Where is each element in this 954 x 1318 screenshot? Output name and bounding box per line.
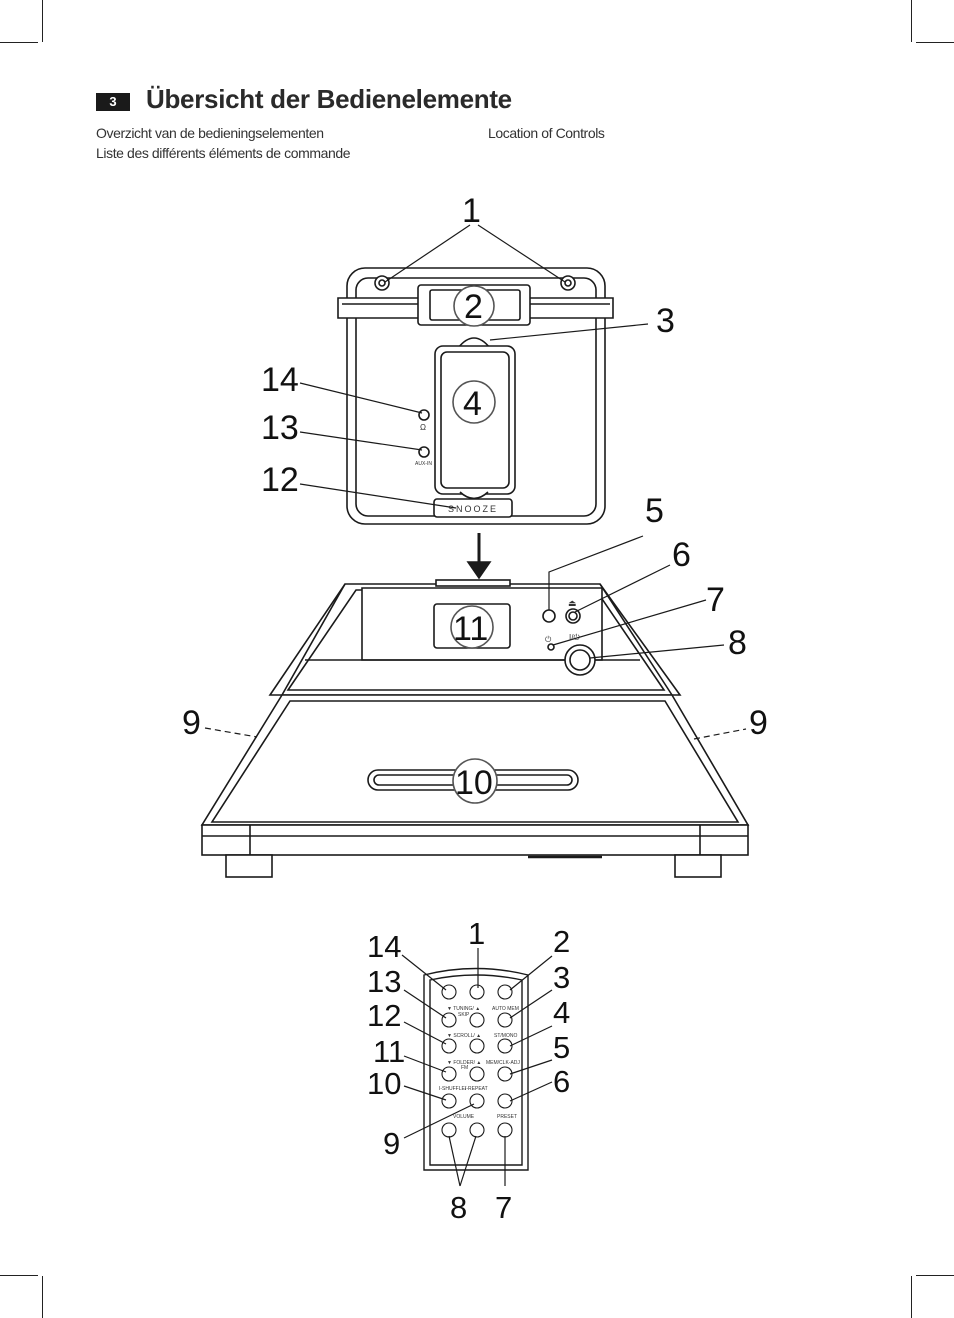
callout-device-1: 1 [462, 192, 481, 230]
remote-label-shuffle: I-SHUFFLE/ [439, 1086, 467, 1092]
headphone-icon: Ω [420, 423, 426, 432]
callout-device-9-left: 9 [182, 704, 201, 742]
remote-label-repeat: I-REPEAT [465, 1086, 488, 1092]
callout-device-2: 2 [464, 288, 483, 326]
crop-mark [911, 0, 912, 42]
callout-device-11: 11 [453, 610, 488, 648]
callout-remote-9: 9 [383, 1126, 400, 1161]
subtitle-english: Location of Controls [488, 125, 605, 141]
callout-remote-2: 2 [553, 924, 570, 959]
callout-device-7: 7 [706, 581, 725, 619]
callout-remote-14: 14 [367, 929, 401, 964]
brand-label: SNOOZE [448, 504, 498, 514]
eject-icon: ⏏ [568, 598, 577, 608]
device-illustration: AUX-IN SNOOZE I/⏻ Ω ⏏ ⏻ 1 2 3 4 5 6 7 8 … [182, 192, 768, 878]
callout-remote-5: 5 [553, 1030, 570, 1065]
crop-mark [916, 42, 954, 43]
callout-remote-8: 8 [450, 1190, 467, 1225]
callout-remote-4: 4 [553, 995, 570, 1030]
subtitle-dutch: Overzicht van de bedieningselementen [96, 125, 324, 141]
callout-remote-12: 12 [367, 998, 401, 1033]
callout-remote-1: 1 [468, 916, 485, 951]
aux-in-label: AUX-IN [415, 461, 432, 467]
remote-label-mem-clk-adj: MEM/CLK-ADJ [486, 1060, 520, 1066]
crop-mark [0, 42, 38, 43]
remote-label-volume: VOLUME [453, 1114, 475, 1120]
remote-label-folder: ▼ FOLDER/ ▲ [447, 1060, 481, 1066]
remote-label-auto-mem: AUTO MEM [492, 1006, 519, 1012]
crop-mark [42, 1276, 43, 1318]
callout-remote-11: 11 [373, 1034, 405, 1069]
remote-label-skip: SKIP [458, 1012, 470, 1018]
remote-label-tuning: ▼ TUNING/ ▲ [447, 1006, 480, 1012]
callout-device-4: 4 [463, 385, 482, 423]
callout-device-12: 12 [261, 461, 299, 499]
remote-label-st-mono: ST/MONO [494, 1033, 517, 1039]
crop-mark [0, 1275, 38, 1276]
remote-label-scroll: ▼ SCROLL/ ▲ [447, 1033, 481, 1039]
remote-label-fm: FM [461, 1065, 468, 1071]
standby-icon: ⏻ [545, 635, 552, 644]
callout-remote-7: 7 [495, 1190, 512, 1225]
callout-device-8: 8 [728, 624, 747, 662]
callout-remote-3: 3 [553, 960, 570, 995]
callout-device-9-right: 9 [749, 704, 768, 742]
callout-remote-10: 10 [367, 1066, 401, 1101]
callout-remote-13: 13 [367, 964, 401, 999]
crop-mark [911, 1276, 912, 1318]
power-symbol: I/⏻ [569, 633, 580, 642]
callout-device-14: 14 [261, 361, 299, 399]
section-number: 3 [96, 93, 130, 111]
callout-device-10: 10 [455, 764, 493, 802]
callout-remote-6: 6 [553, 1064, 570, 1099]
callout-device-5: 5 [645, 492, 664, 530]
page-title: Übersicht der Bedienelemente [146, 84, 512, 114]
remote-label-preset: PRESET [497, 1114, 517, 1120]
crop-mark [42, 0, 43, 42]
callout-device-13: 13 [261, 409, 299, 447]
remote-illustration: ▼ TUNING/ ▲ SKIP AUTO MEM ▼ SCROLL/ ▲ ST… [367, 916, 570, 1225]
crop-mark [916, 1275, 954, 1276]
callout-device-3: 3 [656, 302, 675, 340]
callout-device-6: 6 [672, 536, 691, 574]
subtitle-french: Liste des différents éléments de command… [96, 145, 351, 161]
